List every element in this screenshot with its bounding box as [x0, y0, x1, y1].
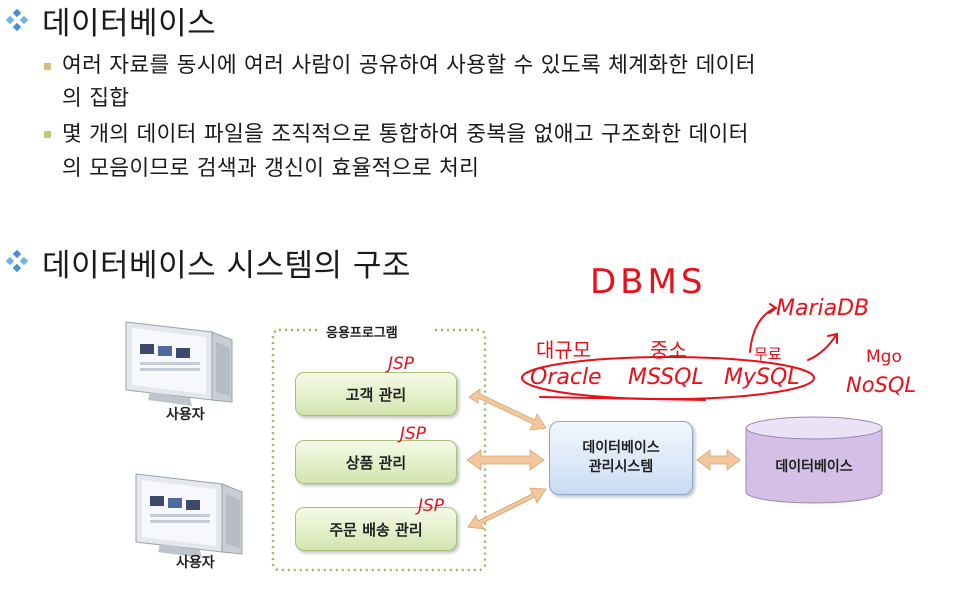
handwritten-large-scale: 대규모: [536, 334, 591, 363]
dbms-box: 데이터베이스 관리시스템: [549, 421, 693, 495]
user-label: 사용자: [176, 552, 215, 572]
computer-icon: [126, 322, 232, 406]
arrow-customer-dbms: [469, 389, 546, 430]
handwritten-mysql: MySQL: [724, 365, 800, 390]
user-label: 사용자: [166, 404, 205, 424]
handwritten-nosql: NoSQL: [846, 373, 916, 397]
product-management-box: 상품 관리: [295, 440, 457, 484]
arrow-dbms-database: [697, 450, 740, 470]
handwritten-oracle: Oracle: [530, 365, 602, 390]
program-label: 고객 관리: [346, 384, 406, 405]
database-label: 데이터베이스: [746, 456, 882, 476]
handwritten-dbms: DBMS: [590, 262, 706, 302]
dbms-label-line1: 데이터베이스: [582, 439, 659, 458]
handwritten-jsp: JSP: [418, 496, 444, 516]
handwritten-free: 무료: [754, 343, 782, 364]
handwritten-jsp: JSP: [400, 424, 426, 444]
program-label: 주문 배송 관리: [329, 519, 422, 540]
arrow-order-dbms: [468, 488, 546, 529]
customer-management-box: 고객 관리: [295, 372, 457, 416]
handwritten-mssql: MSSQL: [628, 365, 704, 390]
handwritten-mariadb: MariaDB: [776, 296, 869, 321]
app-group-label: 응용프로그램: [326, 322, 398, 341]
handwritten-mid-small: 중소: [650, 334, 687, 363]
program-label: 상품 관리: [346, 452, 406, 473]
handwritten-jsp: JSP: [388, 354, 414, 374]
handwritten-mgo: Mgo: [866, 347, 902, 367]
arrow-product-dbms: [467, 450, 544, 470]
computer-icon: [136, 474, 242, 558]
dbms-label-line2: 관리시스템: [589, 458, 653, 477]
